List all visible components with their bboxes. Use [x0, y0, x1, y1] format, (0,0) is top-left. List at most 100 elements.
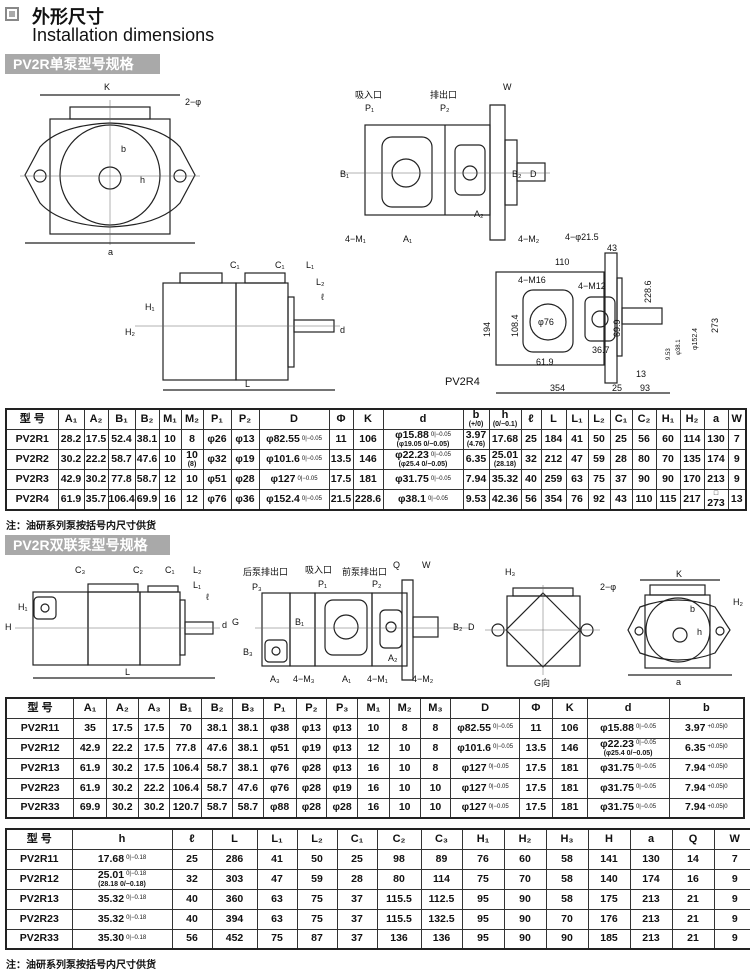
table-cell: 35.32 — [488, 469, 522, 490]
table-cell: 7.94+0.05|0 — [668, 777, 745, 799]
table-cell: 9 — [713, 928, 750, 950]
column-header: a — [629, 828, 673, 850]
column-header: A₁ — [73, 697, 107, 719]
table-cell: 56 — [631, 429, 657, 450]
column-header: W — [727, 408, 747, 430]
dim-K: K — [104, 82, 110, 92]
table-cell: 12 — [158, 469, 182, 490]
table-cell: φ36 — [230, 489, 260, 511]
table-cell: 16 — [357, 757, 390, 779]
table-cell: 69.9 — [134, 489, 160, 511]
table-cell: 17.5 — [137, 717, 171, 739]
table-cell: 70 — [545, 908, 589, 930]
model-cell: PV2R2 — [5, 449, 59, 470]
column-header: M₁ — [357, 697, 390, 719]
column-header: 型 号 — [5, 408, 59, 430]
cell-value: 35.32 — [97, 912, 125, 925]
column-header: B₁ — [169, 697, 203, 719]
table-cell: 3.97(4.76) — [462, 429, 490, 450]
table-cell: 76 — [461, 848, 505, 870]
table-cell: 106 — [352, 429, 384, 450]
column-header: P₂ — [295, 697, 328, 719]
column-header: A₂ — [83, 408, 109, 430]
label-4-M2: 4−M₂ — [412, 674, 434, 684]
dim-H2: H₂ — [733, 597, 743, 607]
column-header: B₂ — [201, 697, 233, 719]
model-cell: PV2R12 — [5, 737, 75, 759]
table-cell: 28 — [609, 449, 633, 470]
label-4-M2: 4−M₂ — [518, 234, 540, 244]
table-cell: φ88 — [262, 797, 297, 819]
table-note: 注：油研系列泵按括号内尺寸供货 — [6, 960, 156, 971]
table-cell: φ76 — [262, 777, 297, 799]
table-cell: 303 — [211, 868, 258, 890]
pv2r4-drawing: 4−φ21.5 43 110 4−M16 4−M12 φ76 194 108.4… — [445, 232, 720, 394]
tolerance: +0.05|0 — [707, 764, 728, 771]
cell-sub: (φ19.05 0/−0.05) — [396, 441, 450, 448]
table-cell: 17.5 — [137, 757, 171, 779]
table-cell: 174 — [703, 449, 729, 470]
table-cell: φ28 — [230, 469, 260, 490]
table-cell: 6.35 — [462, 449, 490, 470]
table-cell: 120.7 — [169, 797, 203, 819]
dim-h: h — [697, 627, 702, 637]
table-cell: 28.2 — [57, 429, 85, 450]
table-cell: 95 — [461, 928, 505, 950]
model-cell: PV2R1 — [5, 429, 59, 450]
tolerance: +0.05|0 — [707, 784, 728, 791]
table-cell: 9 — [727, 449, 747, 470]
double-top-view-drawing: 后泵排出口 吸入口 前泵排出口 Q W P₃ P₁ P₂ B₁ B₂ B₃ D … — [243, 560, 475, 684]
table-cell: 70 — [503, 868, 547, 890]
table-cell: 181 — [551, 757, 588, 779]
g-direction-view-drawing: H₃ G向 — [485, 567, 600, 688]
table-cell: 184 — [540, 429, 567, 450]
column-header: P₃ — [326, 697, 359, 719]
table-cell: 10 — [357, 717, 390, 739]
table-cell: 8 — [180, 429, 204, 450]
table-cell: 11 — [518, 717, 553, 739]
table-cell: 89 — [420, 848, 463, 870]
dim-C1b: C₁ — [275, 260, 285, 270]
table-cell: 58.7 — [134, 469, 160, 490]
table-cell: 58.7 — [201, 757, 233, 779]
table-cell: φ51 — [262, 737, 297, 759]
table-cell: 28 — [336, 868, 378, 890]
model-cell: PV2R12 — [5, 868, 73, 890]
table-cell: 22.2 — [83, 449, 109, 470]
table-cell: 63 — [565, 469, 589, 490]
table-cell: 40 — [520, 469, 542, 490]
column-header: a — [703, 408, 729, 430]
table-cell: 10 — [419, 777, 452, 799]
table-cell: 95 — [461, 908, 505, 930]
table-cell: φ19 — [326, 777, 359, 799]
cell-value: φ31.75 — [600, 801, 634, 814]
table-cell: 114 — [420, 868, 463, 890]
tolerance: 0|−0.05 — [301, 495, 322, 502]
column-header: M₂ — [388, 697, 421, 719]
table-cell: 47.6 — [201, 737, 233, 759]
column-header: M₁ — [158, 408, 182, 430]
column-header: Q — [671, 828, 715, 850]
cell-value: 7.94 — [685, 761, 706, 774]
dim-L2: L₂ — [193, 565, 202, 575]
column-header: P₁ — [202, 408, 232, 430]
table-cell: φ51 — [202, 469, 232, 490]
table-cell: 25 — [171, 848, 213, 870]
table-cell: 47 — [256, 868, 298, 890]
dim-C1: C₁ — [230, 260, 240, 270]
table-cell: 136 — [376, 928, 422, 950]
cell-value: φ22.23 — [395, 449, 429, 461]
table-cell: 38.1 — [134, 429, 160, 450]
table-cell: φ32 — [202, 449, 232, 470]
cell-value: 25.01 — [97, 869, 125, 881]
dim-a: a — [676, 677, 681, 687]
table-cell: 106.4 — [169, 777, 203, 799]
table-cell: 37 — [336, 928, 378, 950]
table-cell: 37 — [336, 908, 378, 930]
